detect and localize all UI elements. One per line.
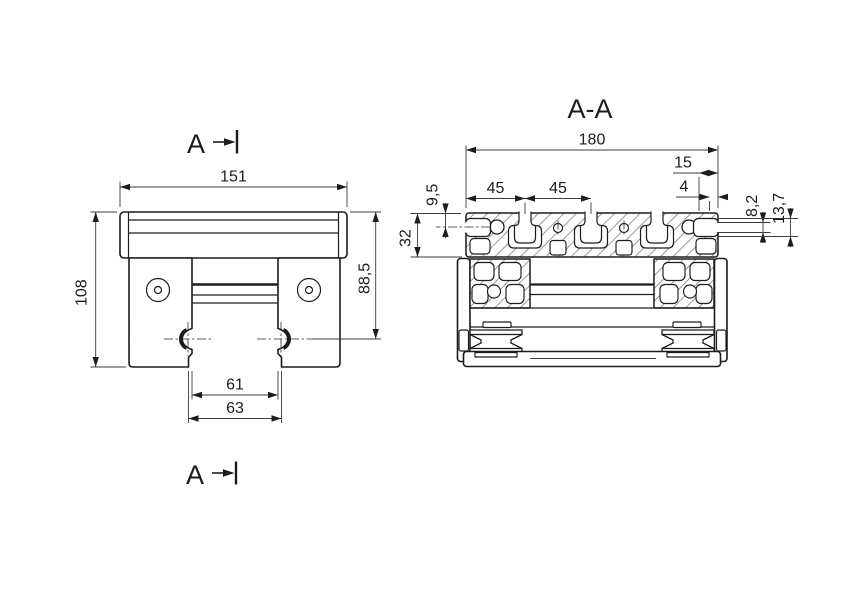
roller-lip-left [482,321,512,329]
dim-88-5-text: 88,5 [357,263,374,294]
carriage-bottom-plate [462,350,722,368]
dim-180-text: 180 [579,132,606,149]
section-label-bottom: A [186,460,204,490]
right-groove-crescent [282,328,291,350]
dim-15: 15 [673,155,718,211]
dim-13-7-text: 13,7 [771,193,788,224]
axle-tab-right [715,329,727,352]
side-slot-left [464,217,492,238]
t-slot-1 [507,211,543,249]
dim-32: 32 [398,213,462,258]
lower-slot-left [469,237,491,255]
dim-45-b-text: 45 [549,180,567,197]
front-view: A 151 [74,129,381,490]
left-hole-inner [153,285,163,295]
dim-63-text: 63 [226,400,244,417]
block-hole-right [682,284,698,299]
profile-hole-left [489,219,505,235]
t-slot-2 [573,211,609,249]
dim-9-5: 9,5 [425,184,461,238]
section-arrowhead [224,138,236,146]
under-roller-strip-left [474,351,518,358]
dim-61: 61 [191,371,279,400]
dim-32-text: 32 [398,229,415,247]
right-leg [277,257,341,368]
section-title: A-A [567,94,612,124]
section-arrow-bottom: A [186,460,238,490]
right-hole-inner [304,285,314,295]
roller-lip-right [672,321,702,329]
under-roller-strip-right [666,351,710,358]
dim-13-7: 13,7 [719,193,798,247]
right-hole-outer [296,277,322,303]
dim-63: 63 [188,371,282,423]
side-slot-left-opening [463,222,468,233]
section-view: A-A [398,94,798,368]
axle-tab-left [458,329,470,352]
dim-45-a: 45 [466,180,526,214]
section-label-top: A [187,129,205,159]
side-slot-right-opening [716,222,721,233]
block-slot [505,283,525,305]
screw-hole-right [618,220,630,236]
dim-151: 151 [119,169,348,207]
foot-slot-left [549,239,567,256]
dim-4: 4 [676,179,728,211]
left-hole-outer [145,277,171,303]
t-slot-3 [639,211,675,249]
dim-4-text: 4 [680,179,689,196]
block-slot [471,283,489,305]
section-arrow-top: A [187,129,239,159]
dim-108: 108 [74,211,126,368]
dim-61-text: 61 [226,377,244,394]
lower-slot-right [695,237,717,255]
block-slot [689,261,711,282]
left-leg [128,257,193,368]
dim-15-text: 15 [674,155,692,172]
foot-slot-right [615,239,633,256]
dim-45-b: 45 [525,180,592,214]
block-slot [659,283,679,305]
dim-9-5-text: 9,5 [425,184,442,206]
dim-45-a-text: 45 [487,180,505,197]
dim-151-text: 151 [220,169,247,186]
block-slot [473,261,495,282]
roller-right [661,329,715,354]
block-slot [498,261,522,282]
dim-88-5: 88,5 [312,211,381,340]
block-hole-left [486,284,502,299]
block-slot [695,283,713,305]
dim-8-2-text: 8,2 [744,195,761,217]
profile-plate [436,211,721,258]
dim-108-text: 108 [74,279,91,306]
screw-hole-left [552,220,564,236]
block-slot [662,261,686,282]
roller-left [469,329,523,354]
table-plate-outline [119,211,348,259]
carriage-body [456,257,728,368]
side-slot-right [692,217,720,238]
dim-8-2: 8,2 [717,195,771,243]
section-arrowhead-bottom [223,469,235,477]
